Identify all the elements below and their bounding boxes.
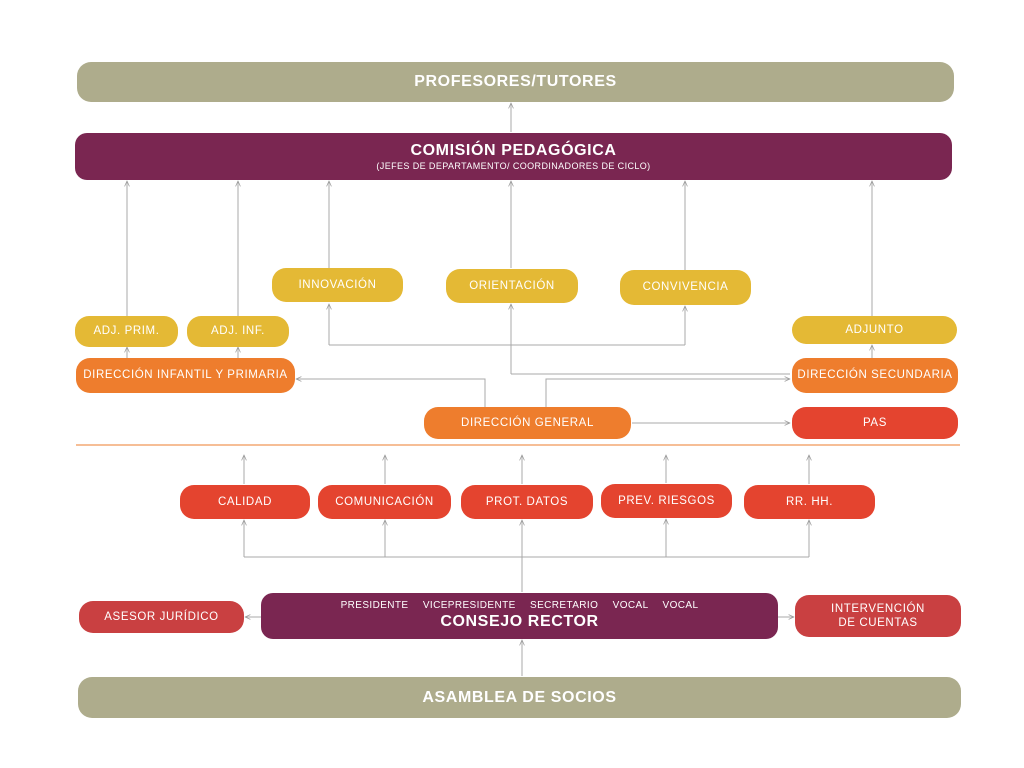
pas-label: PAS [863, 416, 887, 429]
consejo-rector-title: CONSEJO RECTOR [440, 613, 599, 631]
adj-inf-label: ADJ. INF. [211, 325, 265, 338]
direccion-secundaria-box: DIRECCIÓN SECUNDARIA [792, 358, 958, 393]
calidad-label: CALIDAD [217, 495, 273, 508]
comunicacion-box: COMUNICACIÓN [318, 485, 451, 519]
rr-hh-box: RR. HH. [744, 485, 875, 519]
comision-pedagogica-title: COMISIÓN PEDAGÓGICA [410, 141, 617, 159]
calidad-box: CALIDAD [180, 485, 310, 519]
innovacion-box: INNOVACIÓN [272, 268, 403, 302]
prot-datos-box: PROT. DATOS [461, 485, 593, 519]
adj-prim-box: ADJ. PRIM. [75, 316, 178, 347]
adj-inf-box: ADJ. INF. [187, 316, 289, 347]
comision-pedagogica-subtitle: (JEFES DE DEPARTAMENTO/ COORDINADORES DE… [376, 160, 651, 171]
adjunto-label: ADJUNTO [845, 323, 904, 336]
adjunto-box: ADJUNTO [792, 316, 957, 344]
asamblea-socios-box: ASAMBLEA DE SOCIOS [78, 677, 961, 718]
convivencia-label: CONVIVENCIA [642, 281, 729, 294]
direccion-secundaria-label: DIRECCIÓN SECUNDARIA [797, 369, 953, 382]
intervencion-line1: INTERVENCIÓN [831, 602, 925, 615]
orientacion-label: ORIENTACIÓN [469, 279, 555, 292]
comunicacion-label: COMUNICACIÓN [335, 495, 434, 508]
comision-pedagogica-box: COMISIÓN PEDAGÓGICA (JEFES DE DEPARTAMEN… [75, 133, 952, 180]
asesor-juridico-label: ASESOR JURÍDICO [104, 610, 219, 623]
direccion-general-box: DIRECCIÓN GENERAL [424, 407, 631, 439]
profesores-tutores-label: PROFESORES/TUTORES [414, 73, 617, 90]
rr-hh-label: RR. HH. [785, 495, 833, 508]
pas-box: PAS [792, 407, 958, 439]
prev-riesgos-label: PREV. RIESGOS [618, 494, 715, 507]
prev-riesgos-box: PREV. RIESGOS [601, 484, 732, 518]
intervencion-line2: DE CUENTAS [838, 617, 918, 629]
direccion-general-label: DIRECCIÓN GENERAL [461, 416, 594, 429]
asamblea-socios-label: ASAMBLEA DE SOCIOS [422, 688, 617, 706]
profesores-tutores-box: PROFESORES/TUTORES [77, 62, 954, 102]
consejo-members: PRESIDENTE VICEPRESIDENTE SECRETARIO VOC… [340, 599, 699, 611]
adj-prim-label: ADJ. PRIM. [93, 325, 160, 338]
convivencia-box: CONVIVENCIA [620, 270, 751, 305]
intervencion-cuentas-box: INTERVENCIÓN DE CUENTAS [795, 595, 961, 637]
orientacion-box: ORIENTACIÓN [446, 269, 578, 303]
direccion-infantil-primaria-box: DIRECCIÓN INFANTIL Y PRIMARIA [76, 358, 295, 393]
prot-datos-label: PROT. DATOS [485, 495, 569, 508]
consejo-rector-box: PRESIDENTE VICEPRESIDENTE SECRETARIO VOC… [261, 593, 778, 639]
direccion-infantil-primaria-label: DIRECCIÓN INFANTIL Y PRIMARIA [83, 369, 288, 382]
innovacion-label: INNOVACIÓN [298, 278, 377, 291]
asesor-juridico-box: ASESOR JURÍDICO [79, 601, 244, 633]
